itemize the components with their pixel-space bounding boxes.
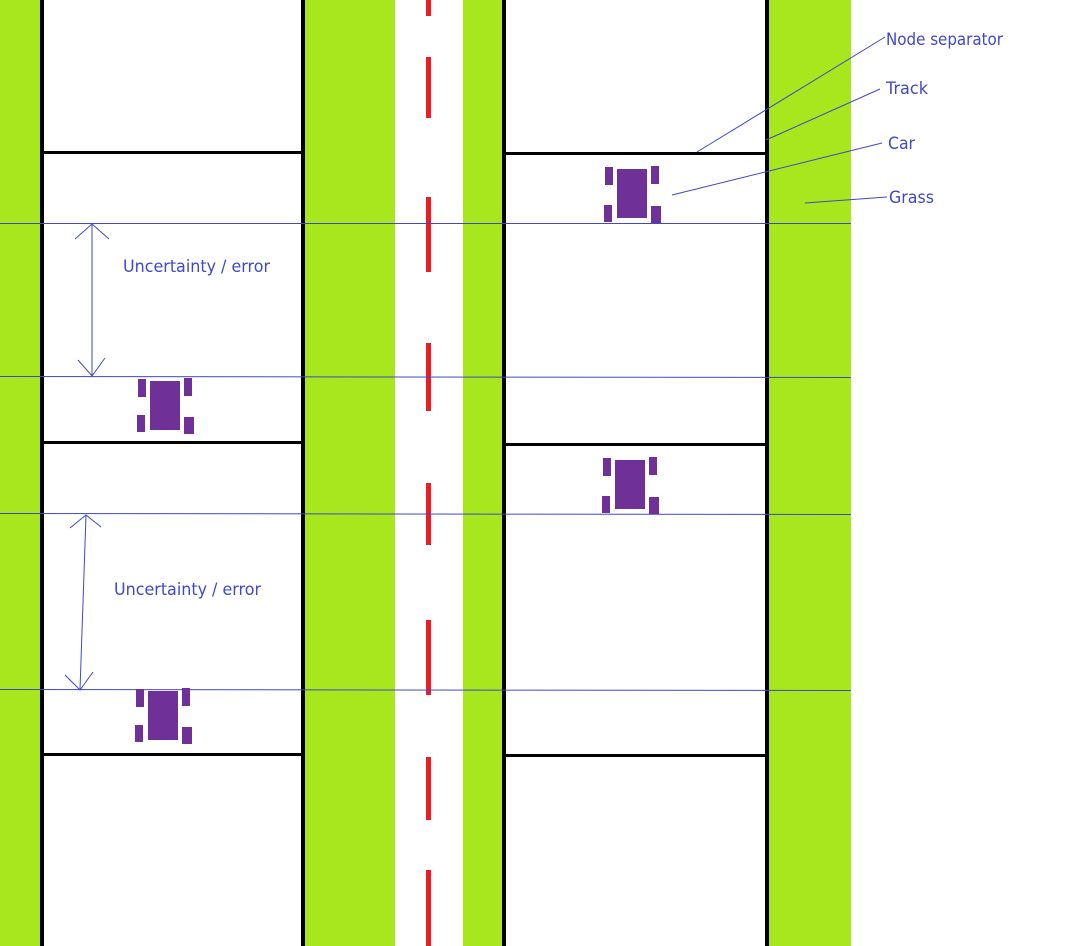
node-separator <box>504 443 767 446</box>
grass-strip <box>463 0 503 946</box>
node-separator <box>42 441 303 444</box>
node-separator-label: Node separator <box>886 30 1003 50</box>
car <box>137 378 194 434</box>
car <box>135 688 192 744</box>
uncertainty-label: Uncertainty / error <box>123 257 270 277</box>
car-label: Car <box>888 134 915 154</box>
track-label: Track <box>885 79 928 99</box>
track-boundary <box>301 0 305 946</box>
track-boundary <box>765 0 769 946</box>
node-separator <box>504 754 767 757</box>
track-boundary <box>40 0 44 946</box>
car <box>604 166 661 223</box>
center-line <box>426 0 431 946</box>
node-separator <box>42 151 303 154</box>
uncertainty-label: Uncertainty / error <box>114 580 261 600</box>
node-separator <box>42 753 303 756</box>
callout-lines <box>671 36 888 204</box>
grass-strip <box>0 0 40 946</box>
reference-lines <box>0 223 852 691</box>
car <box>602 457 659 514</box>
node-separator <box>504 152 767 155</box>
uncertainty-arrow <box>64 514 102 691</box>
track-boundary <box>502 0 506 946</box>
grass-strip <box>305 0 395 946</box>
grass-strip <box>769 0 851 946</box>
grass-label: Grass <box>889 188 934 208</box>
uncertainty-arrow <box>74 223 110 377</box>
